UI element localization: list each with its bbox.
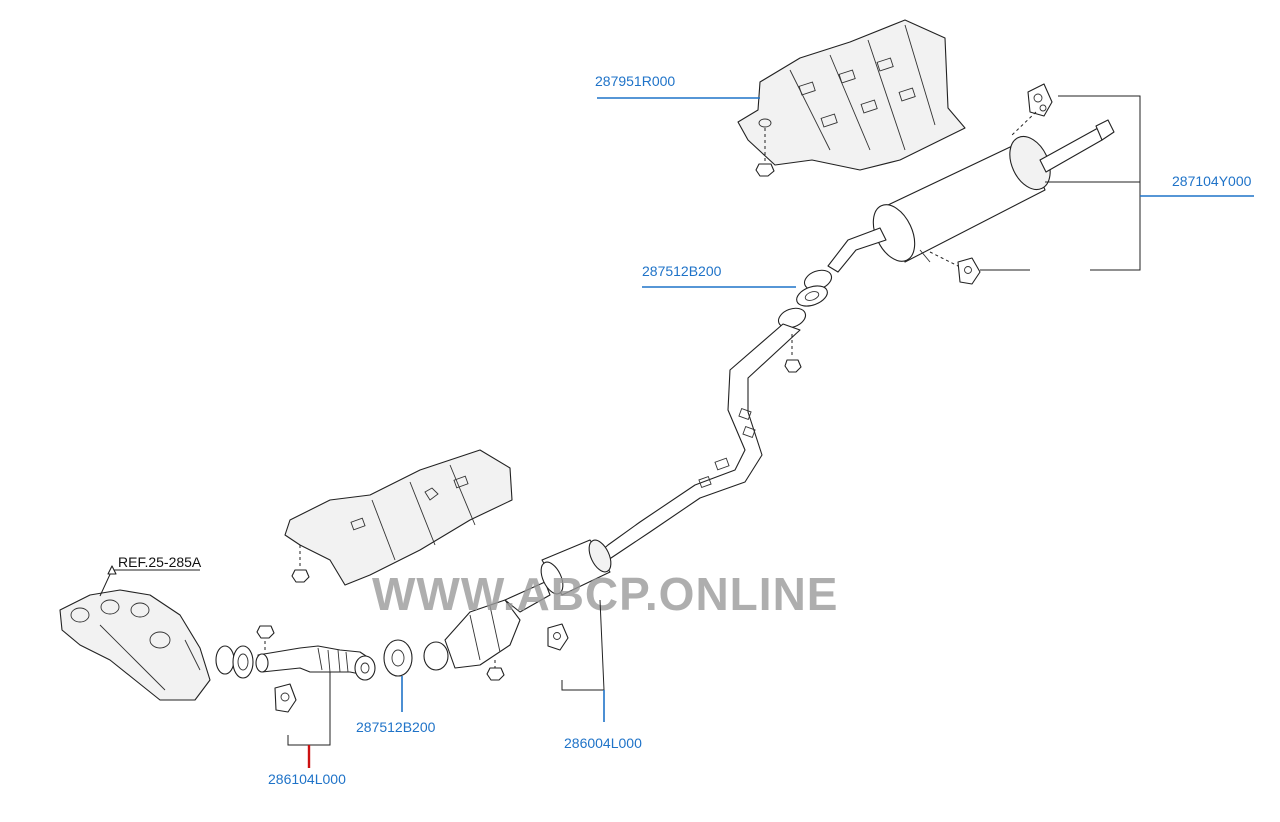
callout-286004L000[interactable]: 286004L000 <box>561 599 642 751</box>
callout-287512B200-rear[interactable]: 287512B200 <box>642 263 796 288</box>
callout-287104Y000[interactable]: 287104Y000 <box>980 95 1254 271</box>
muffler <box>827 119 1115 273</box>
callout-label: 287512B200 <box>356 719 436 735</box>
center-pipe <box>599 307 807 561</box>
callout-label: 287104Y000 <box>1172 173 1252 189</box>
callout-label: 287951R000 <box>595 73 675 89</box>
resonator-hanger <box>547 623 569 651</box>
muffler-hanger-upper <box>1011 83 1053 136</box>
exhaust-manifold <box>59 565 211 701</box>
front-pipe-hanger <box>274 683 297 713</box>
muffler-hanger-lower <box>929 251 981 285</box>
callout-287512B200-front[interactable]: 287512B200 <box>356 676 436 735</box>
front-heat-shield <box>284 449 513 586</box>
manifold-gasket <box>215 625 275 679</box>
callout-label: 286004L000 <box>564 735 642 751</box>
reference-label: REF.25-285A <box>118 554 202 570</box>
rear-flange-gasket <box>796 269 833 307</box>
callout-label: 287512B200 <box>642 263 722 279</box>
cat-gasket <box>383 639 413 677</box>
front-pipe <box>255 645 376 681</box>
heat-shield-nut <box>755 128 775 177</box>
callout-286104L000[interactable]: 286104L000 <box>268 672 346 787</box>
resonator <box>540 539 612 596</box>
catalytic-converter <box>423 581 551 681</box>
callout-287951R000[interactable]: 287951R000 <box>595 73 760 99</box>
watermark: WWW.ABCP.ONLINE <box>372 568 838 620</box>
callout-label: 286104L000 <box>268 771 346 787</box>
rear-heat-shield <box>737 19 966 171</box>
